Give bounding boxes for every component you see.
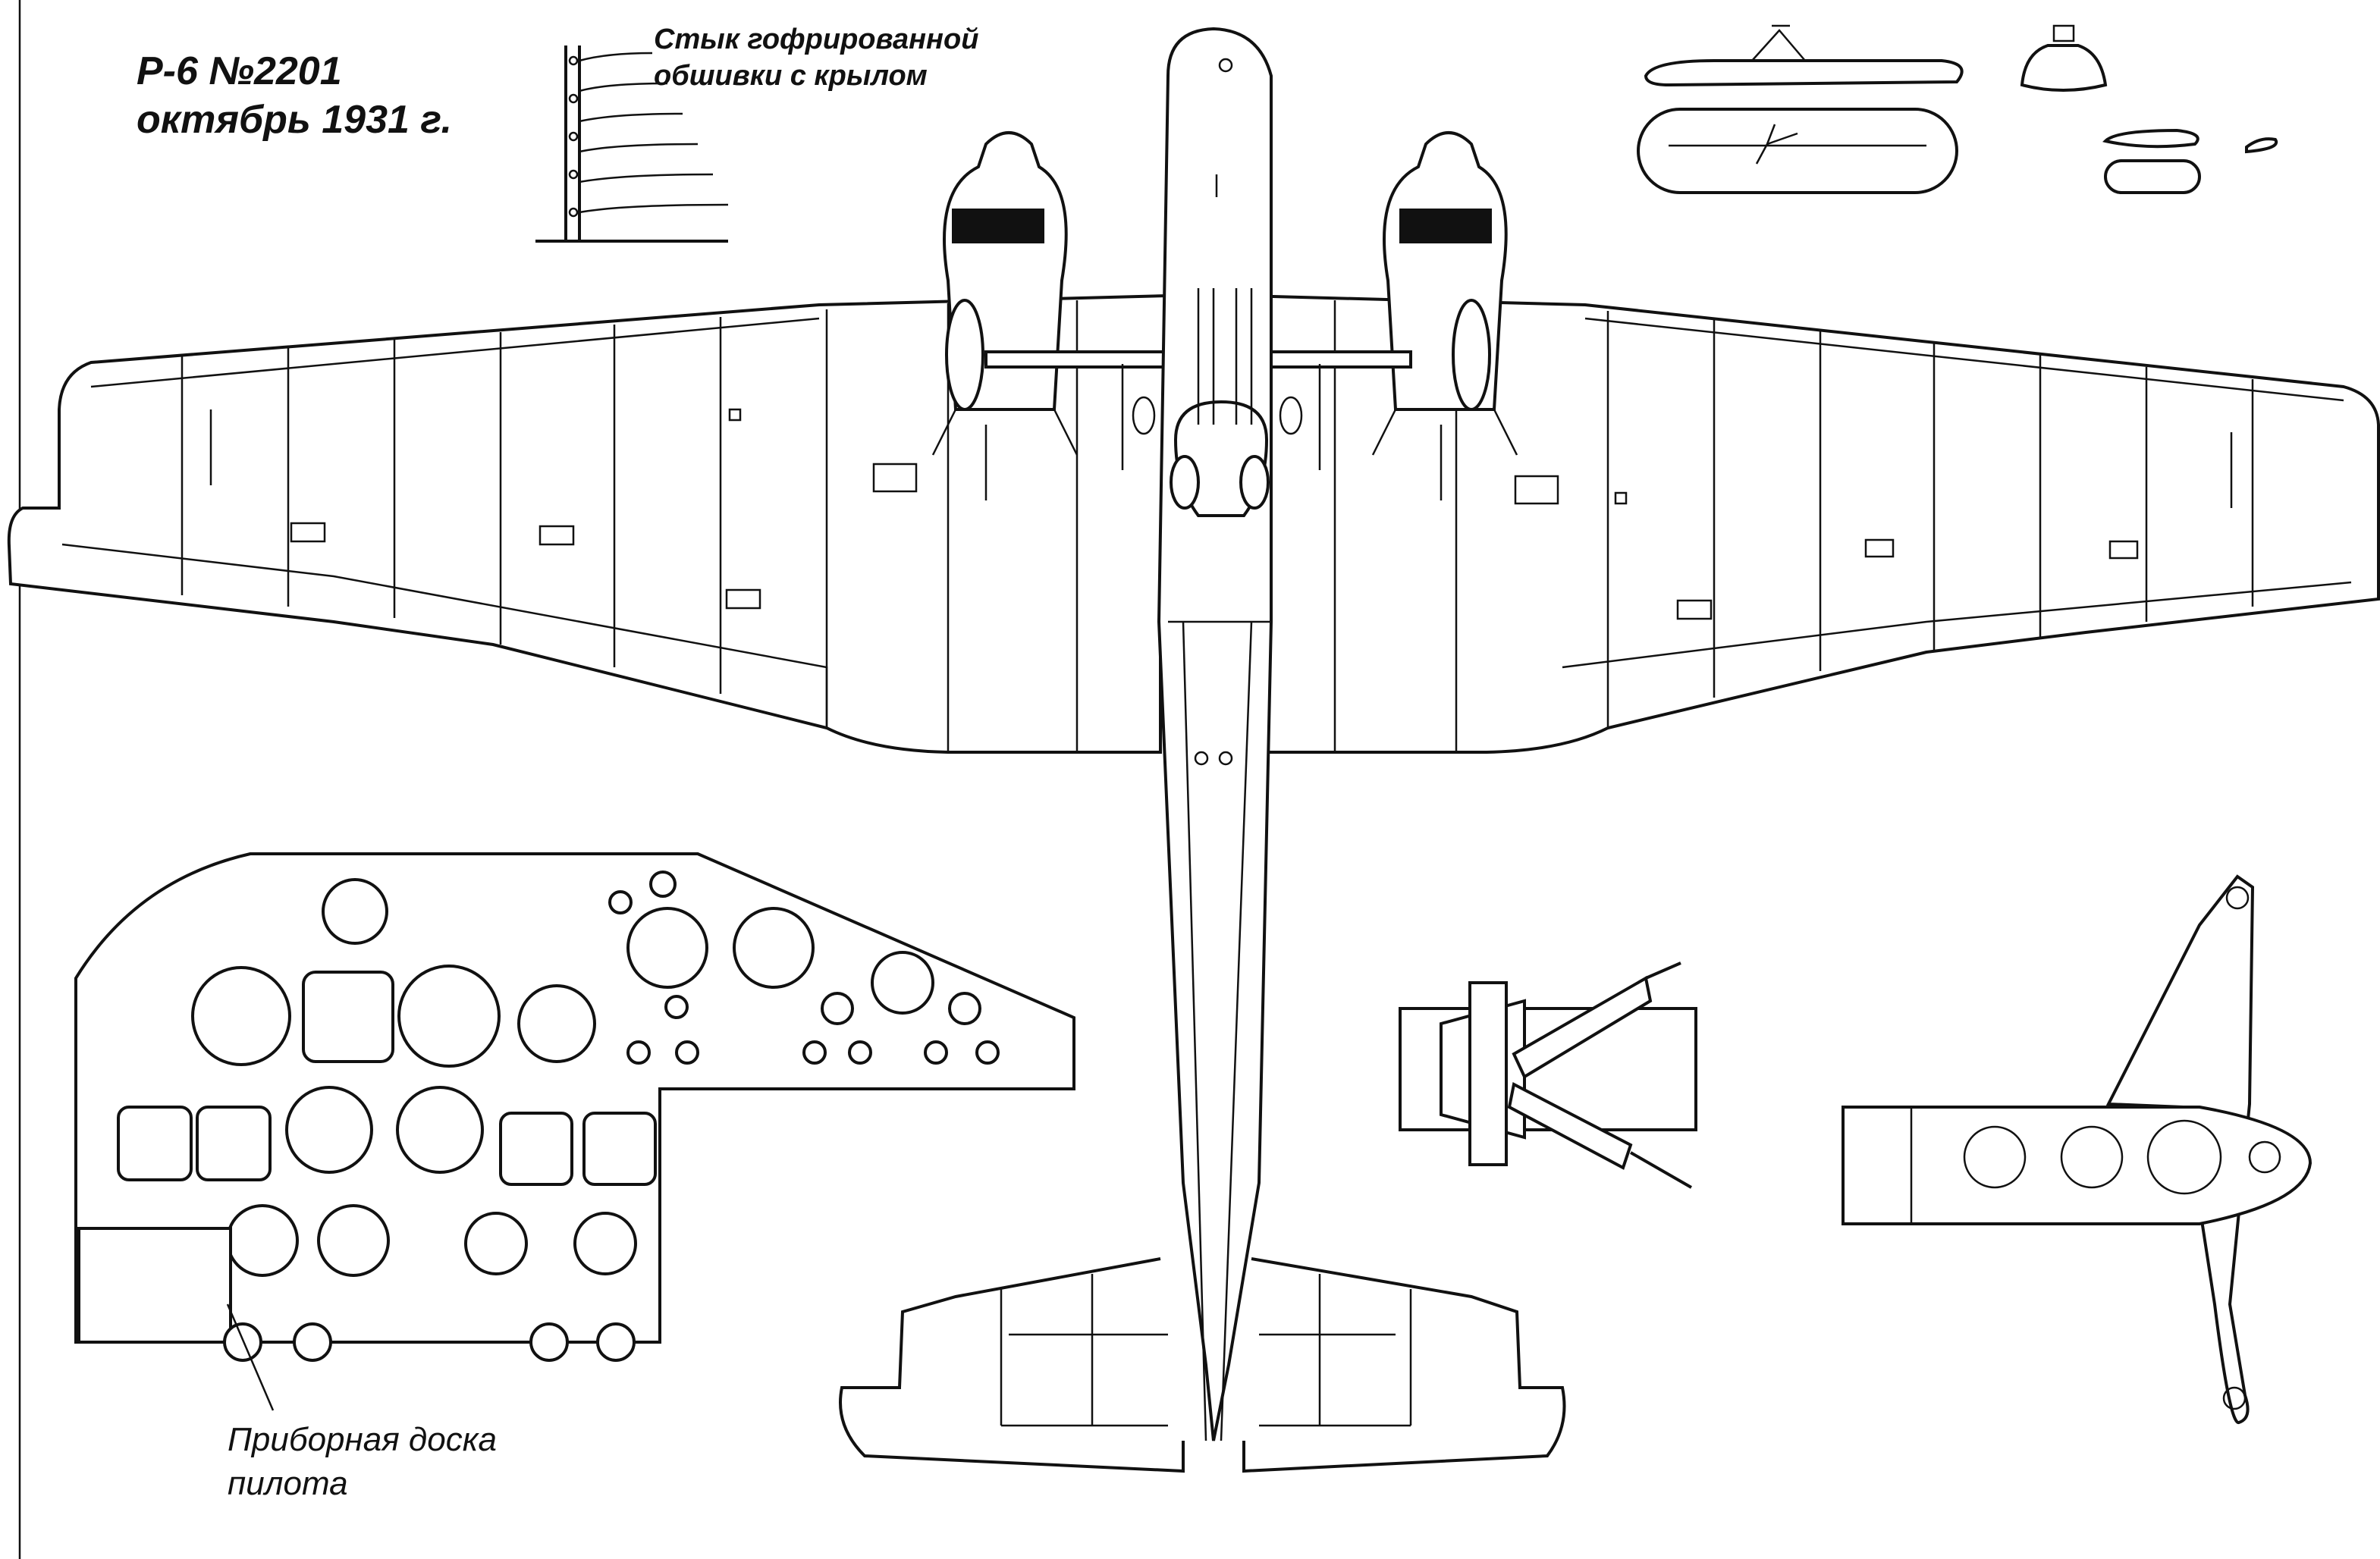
wing-ribs-right: [1333, 300, 2254, 752]
gauge-icon: [871, 951, 934, 1015]
corrugation-caption-line2: обшивки с крылом: [654, 60, 928, 92]
corrugation-caption: Стык гофрированной обшивки с крылом: [654, 21, 978, 94]
gauge-icon: [733, 907, 815, 989]
gauge-icon: [196, 1106, 272, 1181]
drawing-title: Р-6 №2201 октябрь 1931 г.: [137, 47, 452, 144]
corrugation-caption-line1: Стык гофрированной: [654, 24, 979, 55]
tail-ribs: [1000, 1274, 1412, 1427]
radiator-icon: [1399, 209, 1492, 243]
right-wheel-icon: [1452, 299, 1491, 411]
gauge-icon: [317, 1204, 390, 1277]
clock-icon: [517, 984, 596, 1063]
gauge-icon: [396, 1086, 484, 1174]
gauge-icon: [499, 1112, 573, 1186]
right-engine-nacelle: [1371, 131, 1518, 500]
tail-fuselage-detail: [1842, 874, 2312, 1424]
instrument-panel: [74, 852, 1075, 1411]
box-icon: [77, 1227, 232, 1344]
gauge-icon: [626, 907, 708, 989]
gauge-icon: [573, 1212, 637, 1275]
panel-caption-line2: пилота: [228, 1465, 348, 1502]
wing-hatches: [209, 408, 2233, 620]
bomb-racks: [1121, 174, 1321, 470]
gauge-icon: [117, 1106, 193, 1181]
corrugation-detail: [535, 45, 729, 243]
title-date: октябрь 1931 г.: [137, 98, 452, 142]
gauge-icon: [285, 1086, 373, 1174]
instrument-panel-caption: Приборная доска пилота: [228, 1418, 497, 1506]
gun-mount-detail: [1399, 961, 1697, 1189]
horizontal-tail: [839, 1257, 1566, 1473]
float-views: [1637, 24, 2278, 194]
gauge-icon: [322, 878, 388, 945]
fuselage: [1157, 27, 1273, 1441]
gauge-icon: [226, 1204, 299, 1277]
gauge-icon: [191, 966, 291, 1066]
gauge-icon: [302, 971, 394, 1063]
panel-caption-line1: Приборная доска: [228, 1421, 497, 1458]
left-engine-nacelle: [931, 131, 1079, 500]
wing-spar-line: [90, 317, 2344, 402]
radiator-icon: [952, 209, 1044, 243]
title-aircraft: Р-6 №2201: [137, 49, 342, 93]
gauge-icon: [397, 965, 501, 1068]
plan-view: [7, 27, 2380, 1473]
gauge-icon: [464, 1212, 528, 1275]
left-wheel-icon: [945, 299, 984, 411]
gauge-icon: [582, 1112, 657, 1186]
